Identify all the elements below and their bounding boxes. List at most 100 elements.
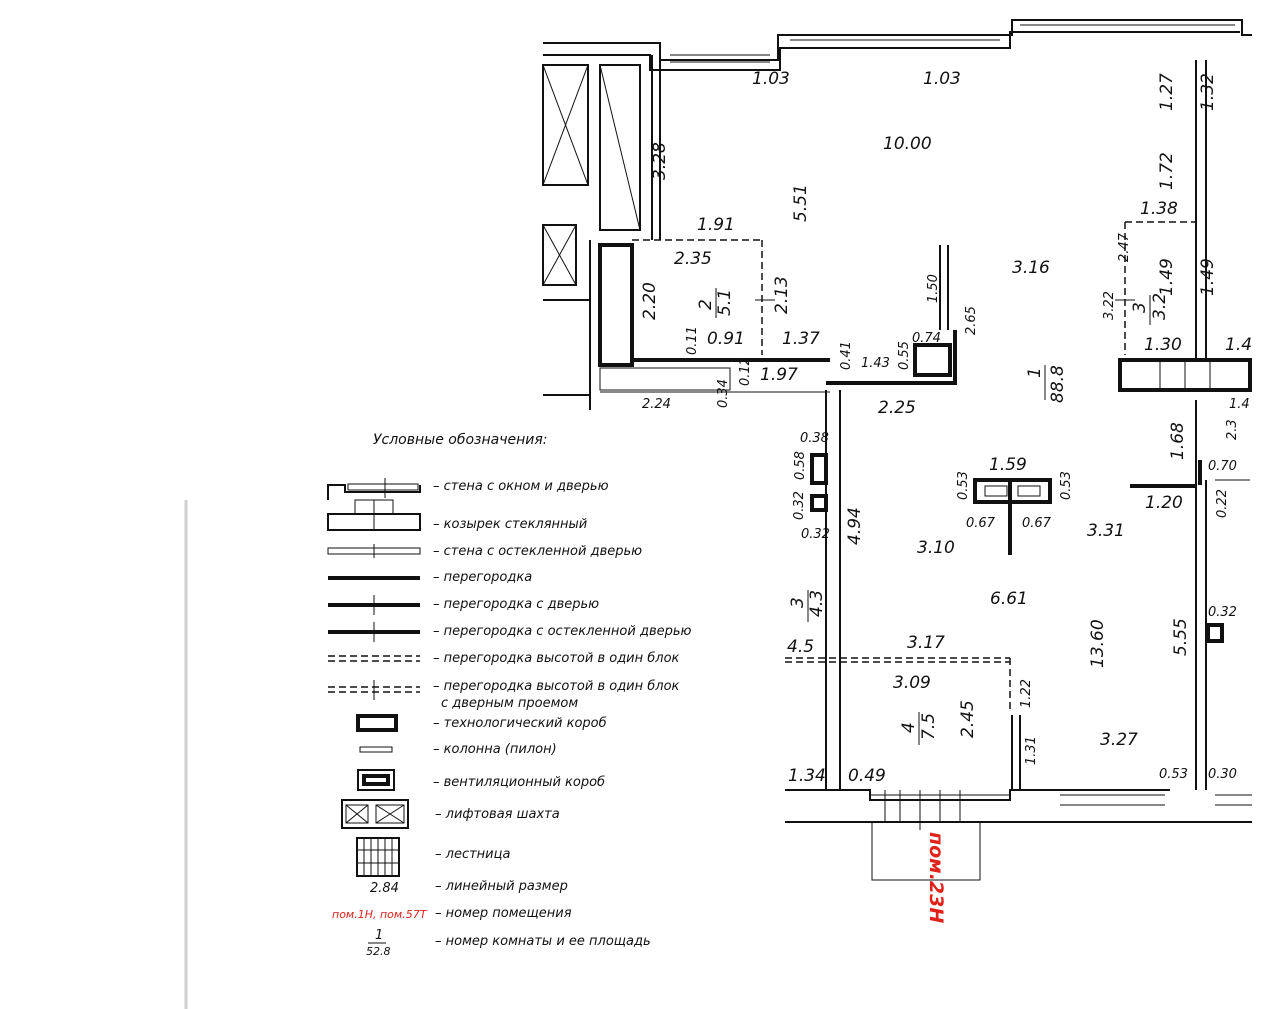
- dim-label: 1.49: [1157, 258, 1177, 296]
- dim-label: 3.17: [907, 633, 945, 653]
- dim-label: 1.49: [1198, 258, 1218, 296]
- legend-item: – вентиляционный короб: [433, 775, 605, 790]
- room-3-label: 3 3.2: [1130, 293, 1170, 325]
- dim-label: 0.32: [792, 491, 807, 520]
- legend-symbol-stairs: [356, 837, 400, 877]
- legend-item: – технологический короб: [433, 716, 607, 731]
- room-4-walls: [785, 657, 1021, 790]
- dim-label: 3.16: [1012, 258, 1050, 278]
- legend: Условные обозначения: – стена с окном и …: [327, 432, 692, 958]
- svg-text:2: 2: [696, 299, 716, 310]
- legend-item: – стена с остекленной дверью: [433, 544, 642, 559]
- dim-label: 1.20: [1145, 493, 1183, 513]
- legend-item: – номер помещения: [435, 906, 572, 921]
- room-3b-label: 3 4.3: [788, 590, 827, 622]
- dim-label: 0.30: [1208, 767, 1237, 782]
- svg-text:1: 1: [1025, 367, 1045, 378]
- dim-label: 1.72: [1157, 152, 1177, 190]
- dim-label: 3.28: [650, 142, 670, 180]
- dim-label: 1.37: [782, 329, 820, 349]
- legend-item: – колонна (пилон): [433, 742, 557, 757]
- legend-item: – лифтовая шахта: [435, 807, 560, 822]
- dim-label: 0.67: [966, 516, 996, 531]
- dim-label: 1.97: [760, 365, 798, 385]
- left-elevator-block: [542, 64, 641, 410]
- legend-item: – линейный размер: [435, 879, 568, 894]
- dim-label: 1.27: [1157, 73, 1177, 111]
- legend-symbol-vent-box: [357, 769, 395, 791]
- dim-label: 0.70: [1208, 459, 1237, 474]
- dim-label: 1.22: [1019, 679, 1034, 708]
- dim-label: 3.10: [917, 538, 955, 558]
- room-4-label: 4 7.5: [899, 712, 939, 745]
- dim-label: 0.55: [897, 341, 912, 370]
- dim-label: 1.32: [1198, 73, 1218, 111]
- dim-label: 1.34: [788, 766, 826, 786]
- dim-label: 1.03: [752, 69, 790, 89]
- dim-label: 1.50: [926, 274, 941, 303]
- legend-title: Условные обозначения:: [373, 432, 547, 448]
- legend-item: – перегородка с дверью: [433, 597, 599, 612]
- dim-label: 0.12: [738, 357, 753, 386]
- dim-label: 0.41: [839, 341, 854, 370]
- exterior-wall-top: [543, 19, 1252, 240]
- legend-item: – перегородка высотой в один блок: [433, 651, 680, 666]
- dim-label: 0.49: [848, 766, 886, 786]
- dim-label: 2.24: [642, 397, 671, 412]
- legend-symbol-column: [359, 746, 393, 753]
- legend-item: – перегородка с остекленной дверью: [433, 624, 692, 639]
- dim-label: 13.60: [1088, 619, 1108, 668]
- room-2-label: 2 5.1: [696, 288, 735, 318]
- dim-label: 3.31: [1087, 521, 1125, 541]
- legend-item: – козырек стеклянный: [433, 517, 587, 532]
- svg-text:3: 3: [788, 597, 808, 608]
- dim-label: 1.31: [1024, 736, 1039, 765]
- dim-label: 0.53: [1159, 767, 1188, 782]
- dim-label: 2.13: [772, 276, 792, 314]
- dim-label: 3.09: [893, 673, 931, 693]
- dim-label: 2.65: [964, 306, 979, 335]
- svg-text:3: 3: [1130, 302, 1150, 313]
- dim-label: 0.38: [800, 431, 829, 446]
- legend-sample-premise: пом.1Н, пом.57Т: [332, 908, 428, 921]
- dim-label: 1.30: [1144, 335, 1182, 355]
- legend-sample-room-number: 1: [375, 928, 383, 943]
- dim-label: 5.55: [1171, 618, 1191, 656]
- legend-symbol-wall-glass-door: [327, 544, 421, 558]
- legend-symbol-elevator-shaft: [341, 799, 409, 829]
- dim-label: 0.53: [956, 471, 971, 500]
- central-columns: [810, 453, 1052, 555]
- dim-label: 4.5: [787, 637, 814, 657]
- dim-label: 1.43: [861, 356, 890, 371]
- dim-label: 0.32: [1208, 605, 1237, 620]
- dim-label: 0.11: [685, 326, 700, 355]
- room-1-label: 1 88.8: [1025, 365, 1068, 403]
- legend-item: с дверным проемом: [441, 696, 578, 711]
- legend-symbol-tech-box: [356, 714, 398, 732]
- dim-label: 4.94: [845, 507, 865, 545]
- premise-number-label: пом.23Н: [925, 832, 947, 923]
- legend-symbol-wall-window-door: [327, 478, 421, 500]
- legend-symbol-block-partition-doorway: [328, 680, 420, 700]
- dim-label: 3.27: [1100, 730, 1138, 750]
- dim-label: 1.4: [1225, 335, 1252, 355]
- legend-item: – перегородка высотой в один блок: [433, 679, 680, 694]
- legend-sample-room-area: 52.8: [366, 945, 391, 958]
- svg-text:4: 4: [899, 722, 919, 733]
- legend-item: – номер комнаты и ее площадь: [435, 934, 651, 949]
- dim-label: 0.91: [707, 329, 745, 349]
- dim-label: 2.3: [1225, 419, 1240, 440]
- dim-label: 0.32: [801, 527, 830, 542]
- legend-item: – перегородка: [433, 570, 532, 585]
- legend-symbol-partition-door: [328, 595, 420, 615]
- dim-label: 0.67: [1022, 516, 1052, 531]
- dim-label: 2.25: [878, 398, 916, 418]
- dim-label: 0.74: [912, 331, 941, 346]
- dim-label: 2.20: [640, 282, 660, 320]
- dim-label: 1.38: [1140, 199, 1178, 219]
- exterior-wall-bottom: [785, 789, 1252, 881]
- legend-item: – лестница: [435, 847, 510, 862]
- dim-label: 5.51: [791, 184, 811, 222]
- dim-label: 0.58: [793, 451, 808, 480]
